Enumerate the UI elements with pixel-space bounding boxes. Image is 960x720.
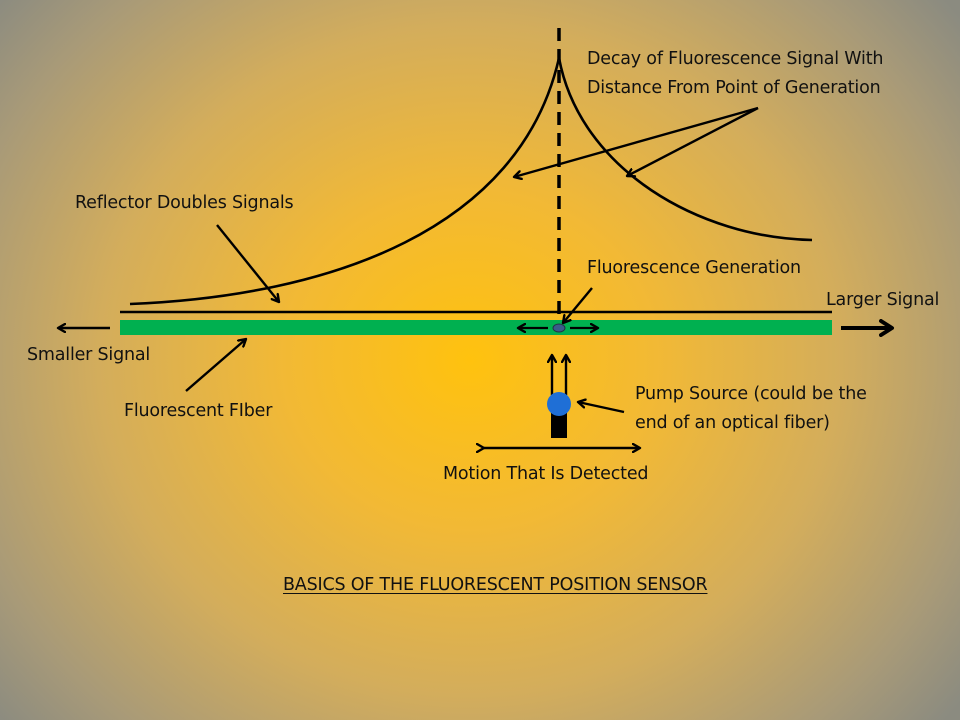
decay-curve-left [129,57,561,306]
pump-source-label-line2: end of an optical fiber) [635,413,830,433]
decay-pointer-left [514,106,759,177]
fluorescence-generation-label: Fluorescence Generation [587,258,801,278]
fluorescent-fiber-label: Fluorescent FIber [124,401,273,421]
pump-pointer [578,402,625,414]
decay-label-line1: Decay of Fluorescence Signal With [587,49,884,69]
fluorescent-fiber [120,320,832,335]
decay-label-line2: Distance From Point of Generation [587,78,881,98]
decay-curve-right [557,57,813,242]
pump-source-body [551,413,567,438]
larger-signal-label: Larger Signal [826,290,940,310]
smaller-signal-label: Smaller Signal [27,345,151,365]
diagram-title: BASICS OF THE FLUORESCENT POSITION SENSO… [283,575,708,595]
pump-source-label-line1: Pump Source (could be the [635,384,867,404]
pump-source-icon [547,392,571,416]
decay-pointer-right [627,106,759,176]
generation-pointer [563,287,593,323]
reflector-label: Reflector Doubles Signals [75,193,294,213]
fiber-pointer [185,339,246,392]
generation-spot [552,323,566,333]
motion-label: Motion That Is Detected [443,464,649,484]
reflector-pointer [216,224,279,302]
